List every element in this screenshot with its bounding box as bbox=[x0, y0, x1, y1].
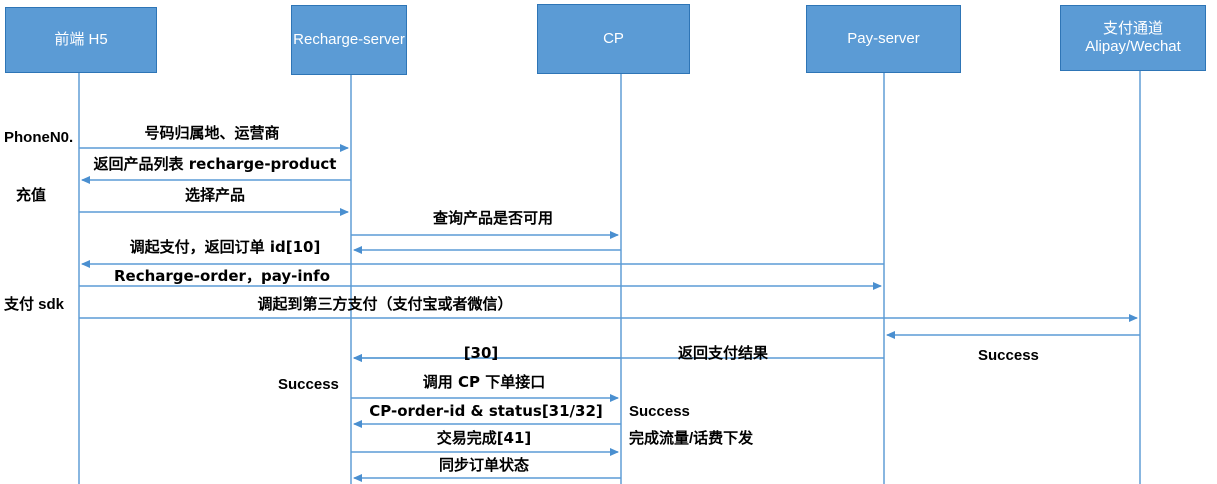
message-label-m1: 号码归属地、运营商 bbox=[144, 124, 280, 142]
lifelines-group bbox=[78, 71, 1141, 484]
actor-label: Pay-server bbox=[847, 29, 920, 47]
message-label-m6: 调起支付，返回订单 id[10] bbox=[129, 238, 321, 256]
annotation-a3: 支付 sdk bbox=[4, 296, 65, 313]
annotation-a7: 完成流量/话费下发 bbox=[629, 430, 754, 447]
actor-box-recharge[interactable]: Recharge-server bbox=[291, 5, 407, 75]
message-label-m11: 返回支付结果 bbox=[677, 344, 769, 362]
message-label-m7: Recharge-order，pay-info bbox=[113, 267, 331, 285]
actor-label: Recharge-server bbox=[293, 30, 405, 48]
message-label-m3: 选择产品 bbox=[184, 186, 246, 204]
message-label-m13: CP-order-id & status[31/32] bbox=[369, 402, 603, 420]
message-label-m14: 交易完成[41] bbox=[436, 429, 532, 447]
annotation-a5: Success bbox=[278, 376, 339, 393]
message-label-m10: [30] bbox=[463, 344, 499, 362]
annotation-a1: PhoneN0. bbox=[4, 129, 74, 146]
message-label-m15: 同步订单状态 bbox=[438, 456, 530, 474]
annotation-a6: Success bbox=[629, 403, 690, 420]
actor-label: 前端 H5 bbox=[54, 30, 108, 48]
actor-box-payserver[interactable]: Pay-server bbox=[806, 5, 961, 73]
actor-label: CP bbox=[603, 29, 624, 47]
message-label-m2: 返回产品列表 recharge-product bbox=[93, 155, 337, 173]
actor-box-cp[interactable]: CP bbox=[537, 4, 690, 74]
message-label-m4: 查询产品是否可用 bbox=[432, 209, 554, 227]
arrows-group bbox=[79, 144, 1140, 482]
actor-box-h5[interactable]: 前端 H5 bbox=[5, 7, 157, 73]
annotation-a2: 充值 bbox=[16, 187, 47, 204]
message-label-m8: 调起到第三方支付（支付宝或者微信） bbox=[257, 295, 513, 313]
message-label-m12: 调用 CP 下单接口 bbox=[422, 373, 546, 391]
annotation-a4: Success bbox=[978, 347, 1039, 364]
